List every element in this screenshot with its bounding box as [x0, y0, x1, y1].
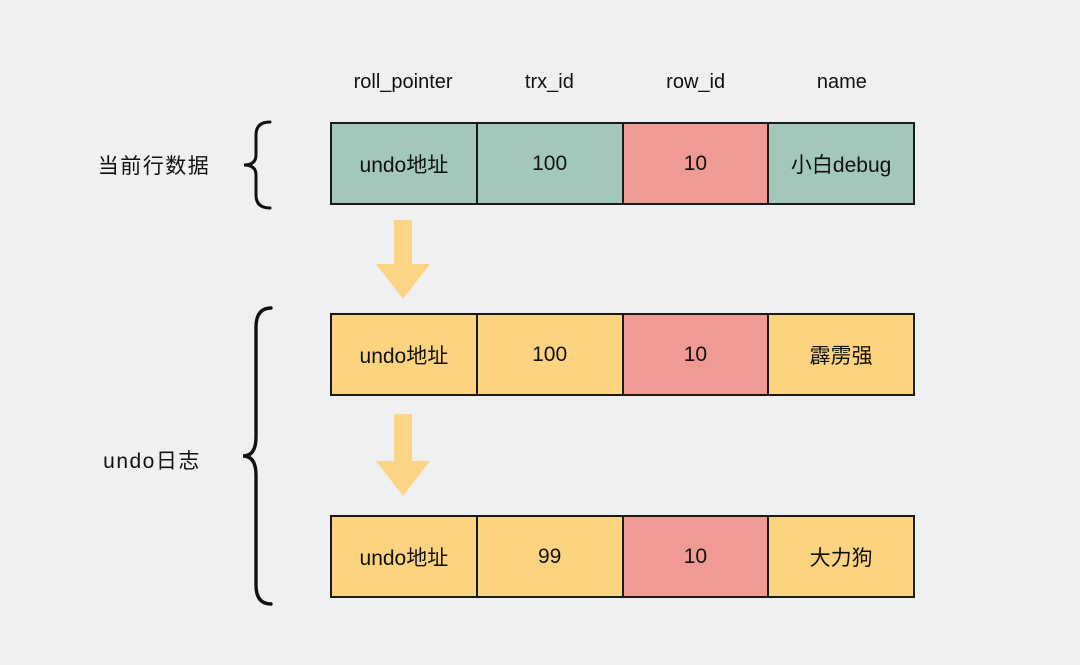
cell-name: 大力狗 — [769, 517, 913, 596]
brace-undo-log-icon — [242, 306, 273, 606]
brace-current-row-icon — [243, 120, 272, 210]
arrow-down-icon — [376, 220, 430, 299]
cell-row-id: 10 — [623, 315, 770, 394]
cell-roll-pointer: undo地址 — [332, 315, 478, 394]
cell-roll-pointer: undo地址 — [332, 517, 478, 596]
current-row: undo地址 100 10 小白debug — [330, 122, 915, 205]
undo-log-row-2: undo地址 99 10 大力狗 — [330, 515, 915, 598]
column-header-trx-id: trx_id — [524, 71, 574, 93]
cell-trx-id: 100 — [477, 124, 624, 203]
label-current-row-data: 当前行数据 — [97, 155, 211, 178]
arrow-down-icon — [376, 414, 430, 496]
cell-trx-id: 100 — [477, 315, 624, 394]
column-headers: roll_pointer trx_id row_id name — [330, 71, 915, 94]
cell-trx-id: 99 — [477, 517, 624, 596]
column-header-roll-pointer: roll_pointer — [353, 71, 453, 93]
undo-log-row-1: undo地址 100 10 霹雳强 — [330, 313, 915, 396]
cell-name: 小白debug — [769, 124, 913, 203]
cell-row-id: 10 — [623, 124, 770, 203]
cell-name: 霹雳强 — [769, 315, 913, 394]
cell-row-id: 10 — [623, 517, 770, 596]
column-header-name: name — [816, 71, 867, 93]
label-undo-log: undo日志 — [103, 450, 201, 473]
cell-roll-pointer: undo地址 — [332, 124, 478, 203]
column-header-row-id: row_id — [666, 71, 726, 93]
